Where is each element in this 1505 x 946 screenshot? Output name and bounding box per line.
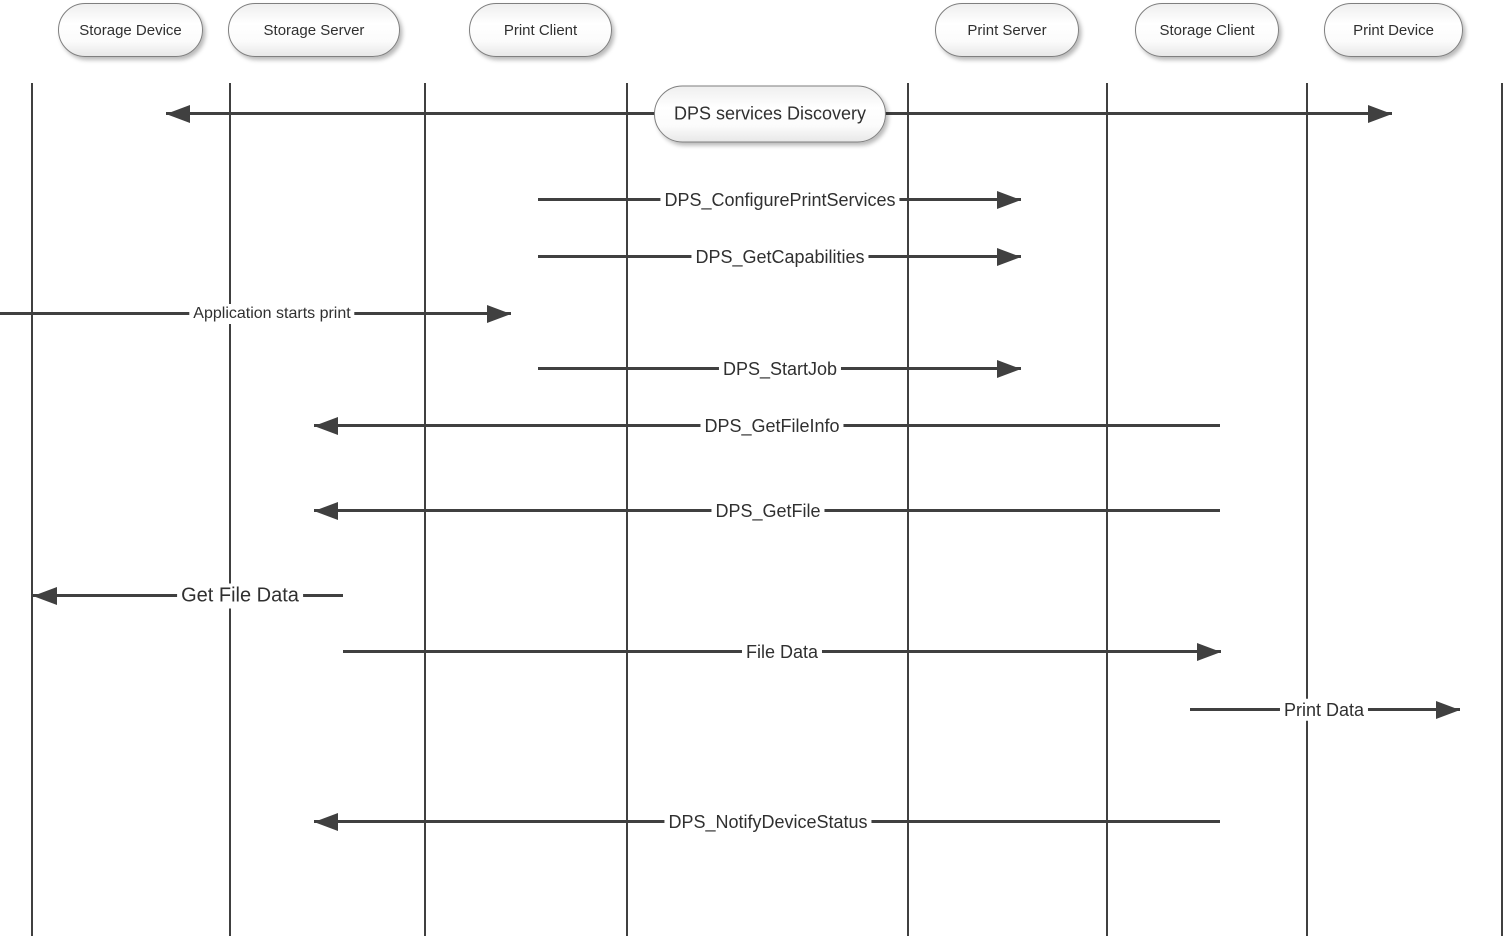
message-dps-get-capabilities: DPS_GetCapabilities bbox=[538, 245, 1021, 268]
arrowhead-left-icon bbox=[166, 104, 190, 123]
actor-label: Storage Client bbox=[1159, 21, 1255, 39]
arrowhead-right-icon bbox=[1197, 642, 1221, 661]
actor-print-server: Print Server bbox=[935, 3, 1079, 57]
actor-print-device: Print Device bbox=[1324, 3, 1463, 57]
message-label: DPS_GetFile bbox=[711, 499, 825, 522]
arrowhead-right-icon bbox=[1436, 700, 1460, 719]
message-dps-get-file: DPS_GetFile bbox=[314, 499, 1220, 522]
arrowhead-left-icon bbox=[314, 812, 338, 831]
message-dps-start-job: DPS_StartJob bbox=[538, 357, 1021, 380]
message-label: Application starts print bbox=[189, 303, 355, 324]
message-label: Get File Data bbox=[177, 583, 303, 608]
lifeline-print-device bbox=[1306, 83, 1308, 936]
actor-label: Storage Device bbox=[79, 21, 182, 39]
actor-print-client: Print Client bbox=[469, 3, 612, 57]
message-application-starts-print: Application starts print bbox=[0, 303, 511, 324]
message-dps-configure-print-services: DPS_ConfigurePrintServices bbox=[538, 188, 1021, 211]
arrowhead-right-icon bbox=[997, 190, 1021, 209]
message-label: DPS_GetFileInfo bbox=[700, 414, 844, 437]
message-get-file-data: Get File Data bbox=[33, 583, 343, 608]
arrowhead-right-icon bbox=[997, 359, 1021, 378]
actor-label: Print Client bbox=[503, 21, 578, 39]
actor-label: Storage Server bbox=[263, 21, 365, 39]
lifeline-right-edge bbox=[1501, 83, 1503, 936]
message-dps-services-discovery: DPS services Discovery bbox=[166, 85, 1392, 142]
message-label: DPS_GetCapabilities bbox=[691, 245, 869, 268]
actor-label: Print Server bbox=[967, 21, 1047, 39]
arrowhead-left-icon bbox=[33, 586, 57, 605]
arrowhead-right-icon bbox=[997, 247, 1021, 266]
message-print-data: Print Data bbox=[1190, 698, 1460, 721]
message-dps-notify-device-status: DPS_NotifyDeviceStatus bbox=[314, 810, 1220, 833]
message-dps-get-file-info: DPS_GetFileInfo bbox=[314, 414, 1220, 437]
actor-storage-server: Storage Server bbox=[228, 3, 400, 57]
actor-label: Print Device bbox=[1353, 21, 1434, 39]
actor-storage-device: Storage Device bbox=[58, 3, 203, 57]
message-file-data: File Data bbox=[343, 640, 1221, 663]
lifeline-storage-server bbox=[229, 83, 231, 936]
message-label: Print Data bbox=[1279, 698, 1369, 721]
message-label: DPS services Discovery bbox=[653, 85, 887, 142]
actor-storage-client: Storage Client bbox=[1135, 3, 1279, 57]
message-label: DPS_StartJob bbox=[718, 357, 842, 380]
message-label: DPS_ConfigurePrintServices bbox=[660, 188, 900, 211]
arrowhead-right-icon bbox=[1368, 104, 1392, 123]
message-label: File Data bbox=[741, 640, 823, 663]
lifeline-storage-device bbox=[31, 83, 33, 936]
message-label: DPS_NotifyDeviceStatus bbox=[664, 810, 872, 833]
arrowhead-left-icon bbox=[314, 501, 338, 520]
arrowhead-right-icon bbox=[487, 304, 511, 323]
arrowhead-left-icon bbox=[314, 416, 338, 435]
